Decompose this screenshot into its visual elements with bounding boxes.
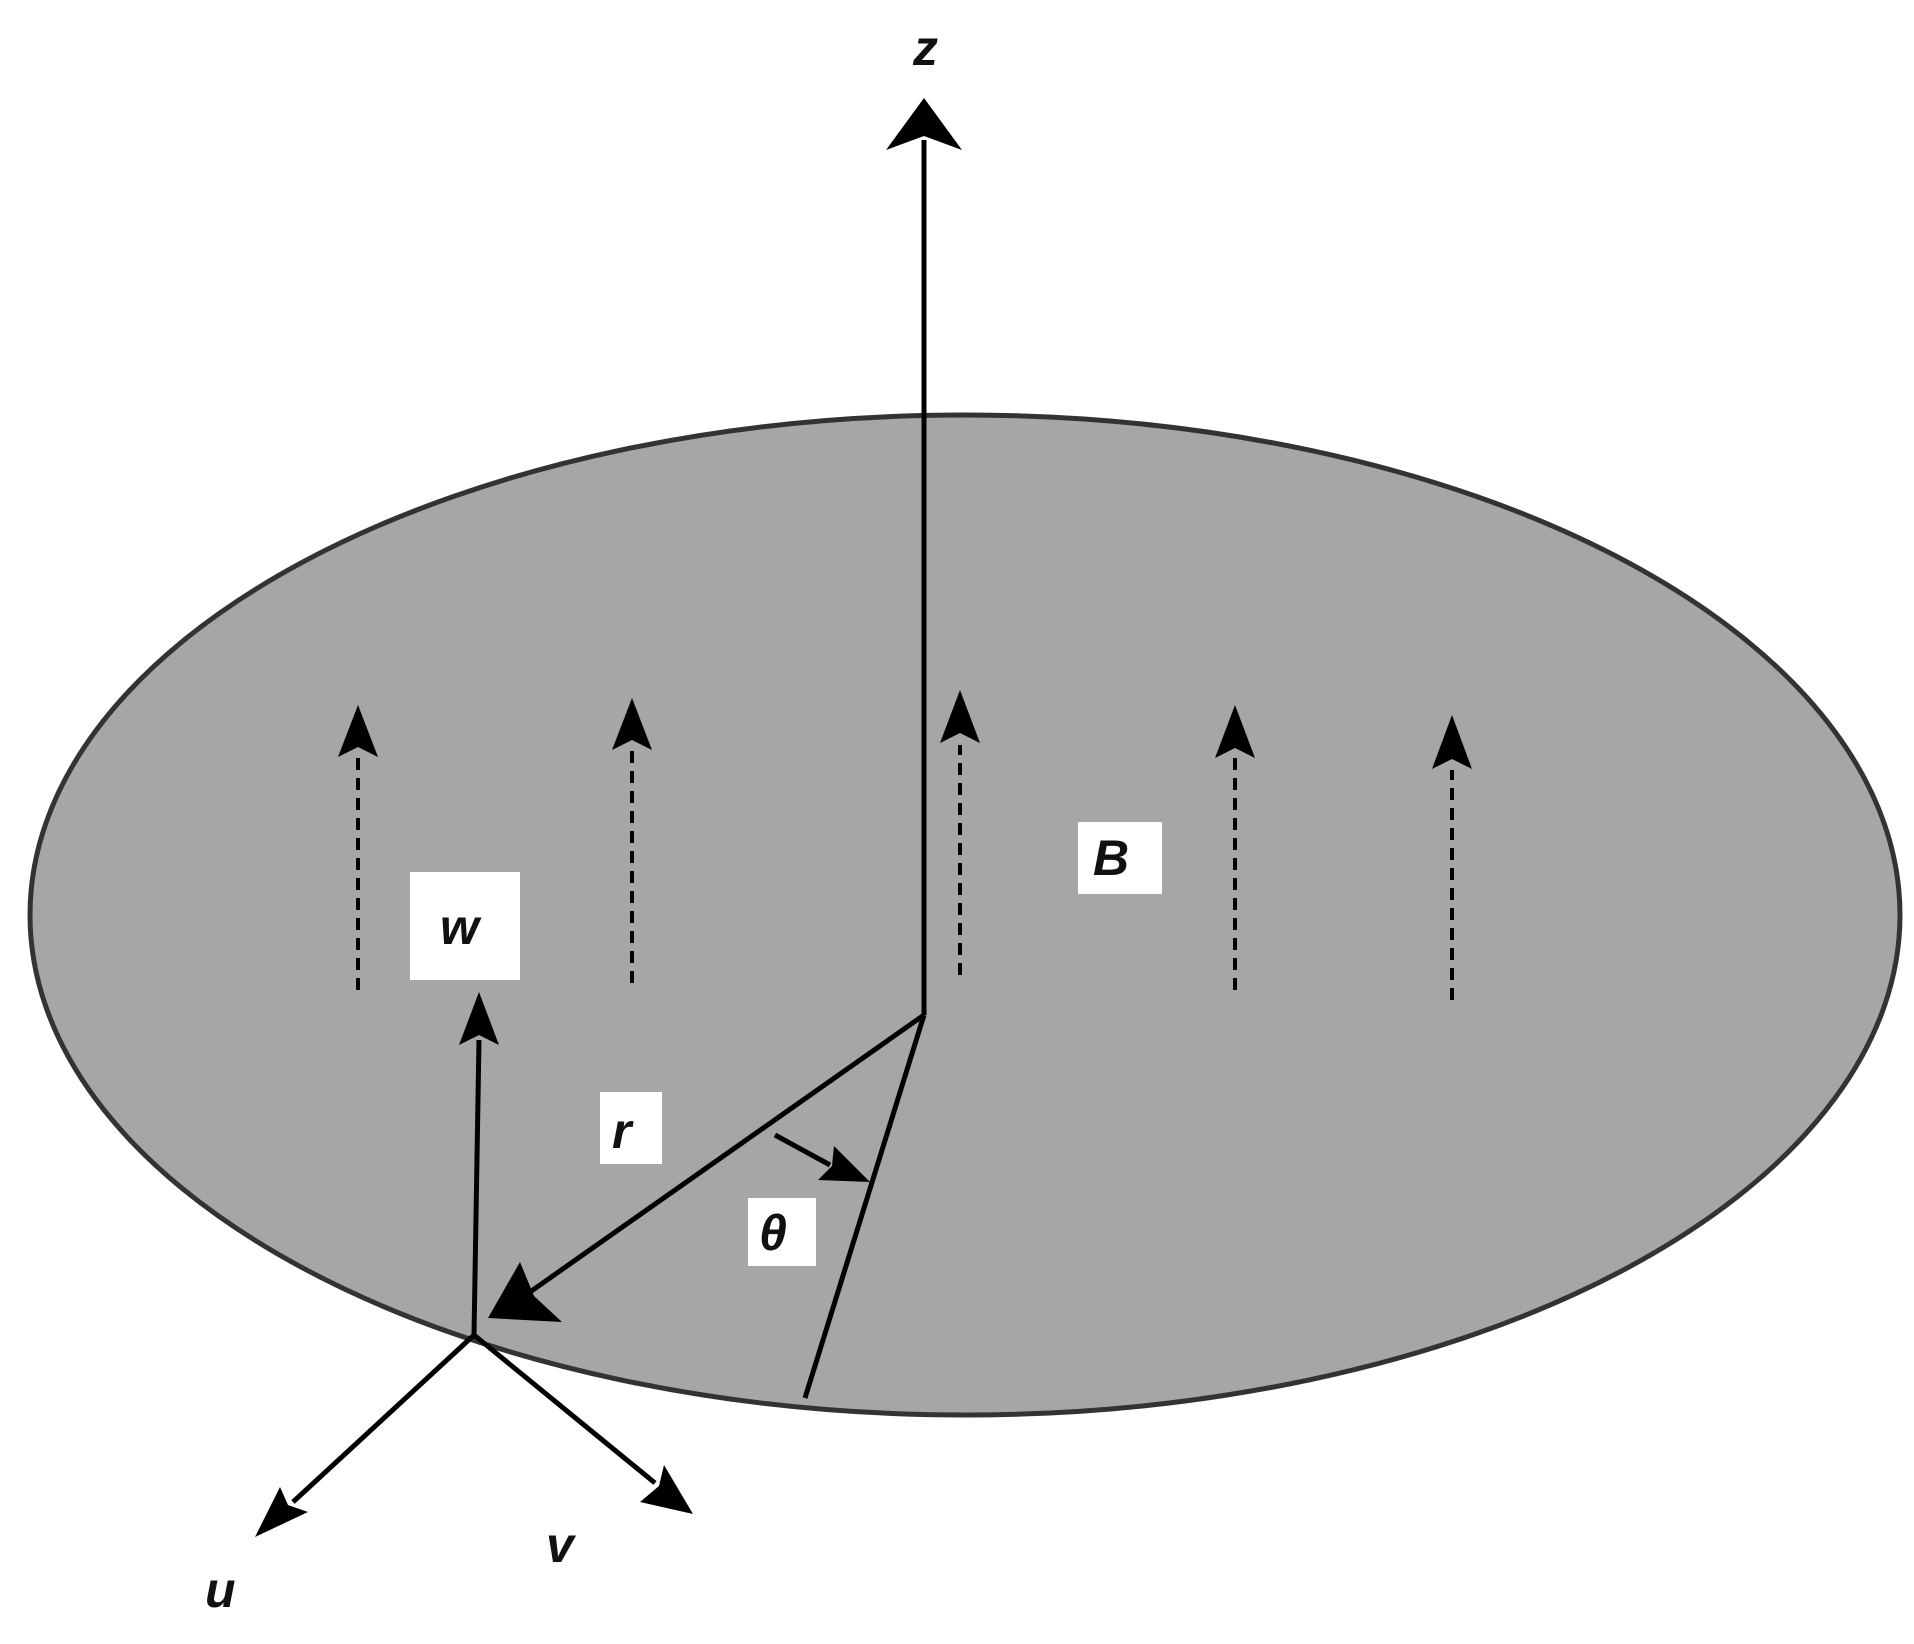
svg-text:θ: θ (759, 1205, 787, 1261)
u-vector-arrowhead (255, 1487, 308, 1537)
u-vector-line (291, 1333, 476, 1504)
w-vector-arrowhead (459, 992, 499, 1045)
u-label: u (205, 1562, 236, 1618)
svg-text:u: u (205, 1562, 236, 1618)
z-axis-arrowhead (886, 98, 962, 150)
v-vector-line (472, 1333, 657, 1485)
disc (27, 412, 1903, 1418)
B-label: B (1078, 822, 1162, 894)
r-vector-arrowhead (488, 1262, 562, 1322)
field-arrow (940, 690, 980, 975)
field-arrow (612, 698, 652, 983)
w-vector-line (471, 1039, 482, 1336)
v-vector-arrowhead (640, 1465, 693, 1514)
svg-text:v: v (546, 1517, 577, 1573)
field-arrow (338, 705, 378, 990)
w-label: w (410, 872, 520, 980)
field-arrows (338, 690, 1472, 1000)
z-label: z (912, 20, 938, 76)
theta-reference-line (802, 1014, 927, 1399)
svg-text:B: B (1093, 830, 1129, 886)
r-vector-line (528, 1012, 926, 1295)
theta-angle-arrow-line (773, 1132, 832, 1168)
svg-text:r: r (612, 1103, 634, 1159)
svg-text:w: w (440, 899, 482, 955)
v-label: v (546, 1517, 577, 1573)
svg-text:z: z (912, 20, 938, 76)
theta-label: θ (748, 1198, 816, 1266)
theta-angle-arrowhead (818, 1146, 870, 1182)
field-arrow (1432, 715, 1472, 1000)
field-arrow (1215, 705, 1255, 990)
r-label: r (600, 1092, 662, 1164)
